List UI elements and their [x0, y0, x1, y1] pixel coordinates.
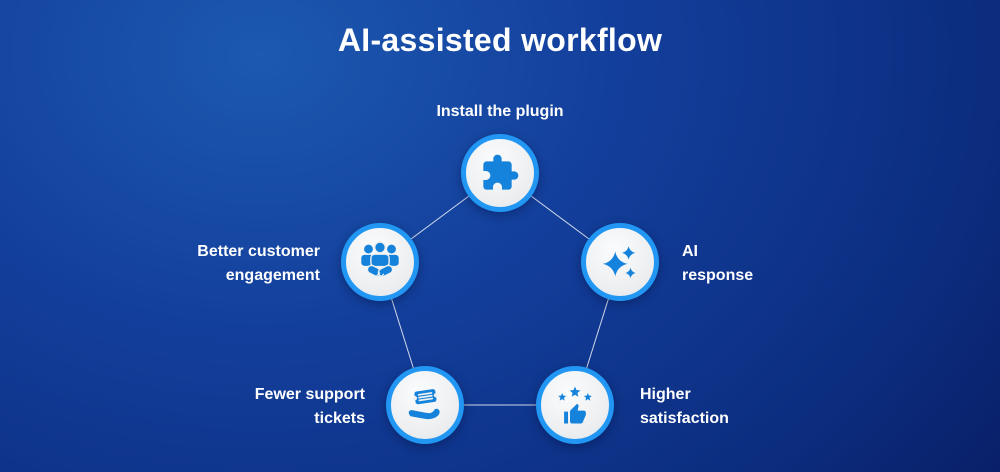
- sparkles-icon: [602, 246, 636, 279]
- thumbs-up-stars-icon: [558, 386, 592, 424]
- label-line: tickets: [314, 410, 365, 427]
- label-better-customer-engagement: Better customer engagement: [197, 240, 320, 288]
- node-install-plugin: [461, 134, 539, 212]
- label-line: Fewer support: [254, 386, 365, 403]
- node-fewer-support-tickets: [386, 366, 464, 444]
- puzzle-icon: [483, 154, 519, 190]
- label-line: Install the plugin: [436, 103, 564, 120]
- node-higher-satisfaction: [536, 366, 614, 444]
- hand-ticket-icon: [408, 389, 440, 420]
- label-line: Better customer: [197, 243, 320, 260]
- label-line: satisfaction: [640, 410, 729, 427]
- page-title: AI-assisted workflow: [337, 22, 663, 58]
- label-install-plugin: Install the plugin: [390, 100, 610, 124]
- node-better-customer-engagement: [341, 223, 419, 301]
- label-line: response: [682, 267, 754, 284]
- label-line: engagement: [225, 267, 320, 284]
- label-ai-response: AI response: [682, 240, 753, 288]
- label-line: AI: [682, 243, 698, 260]
- node-ai-response: [581, 223, 659, 301]
- people-handshake-icon: [361, 241, 399, 278]
- label-fewer-support-tickets: Fewer support tickets: [255, 383, 365, 431]
- label-line: Higher: [640, 386, 691, 403]
- label-higher-satisfaction: Higher satisfaction: [640, 383, 729, 431]
